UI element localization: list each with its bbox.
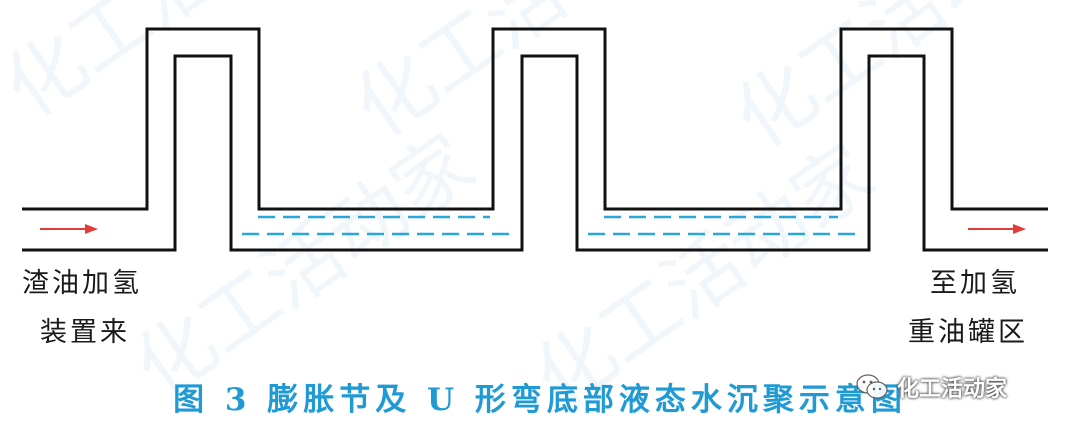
pipe-outer-wall (22, 27, 1048, 211)
bg-watermark-text-5: 化工活动家 (519, 128, 890, 425)
bg-watermark-text-2: 化工活动家 (339, 0, 710, 156)
background-watermark: 化工活动家 化工活动家 化工活动家 化工活动家 化工活动家 (0, 0, 1080, 426)
bg-watermark-text-3: 化工活动家 (719, 0, 1080, 166)
water-accumulation-2 (588, 215, 858, 236)
outlet-label-line1: 至加氢 (930, 268, 1020, 299)
pipe-inner-wall (22, 54, 1048, 252)
inlet-flow-arrow (40, 224, 98, 234)
inlet-label-line1: 渣油加氢 (22, 268, 142, 299)
outlet-flow-arrow (968, 224, 1026, 234)
wechat-icon (856, 374, 888, 399)
watermark-text: 化工活动家 (897, 377, 1008, 402)
figure-caption: 图 3 膨胀节及 U 形弯底部液态水沉聚示意图 (173, 382, 907, 418)
outlet-label-line2: 重油罐区 (908, 317, 1028, 348)
bg-watermark-text-1: 化工活动家 (0, 0, 360, 136)
account-watermark: 化工活动家 (855, 370, 1065, 404)
water-accumulation-1 (242, 215, 512, 236)
inlet-label-line2: 装置来 (40, 317, 130, 348)
